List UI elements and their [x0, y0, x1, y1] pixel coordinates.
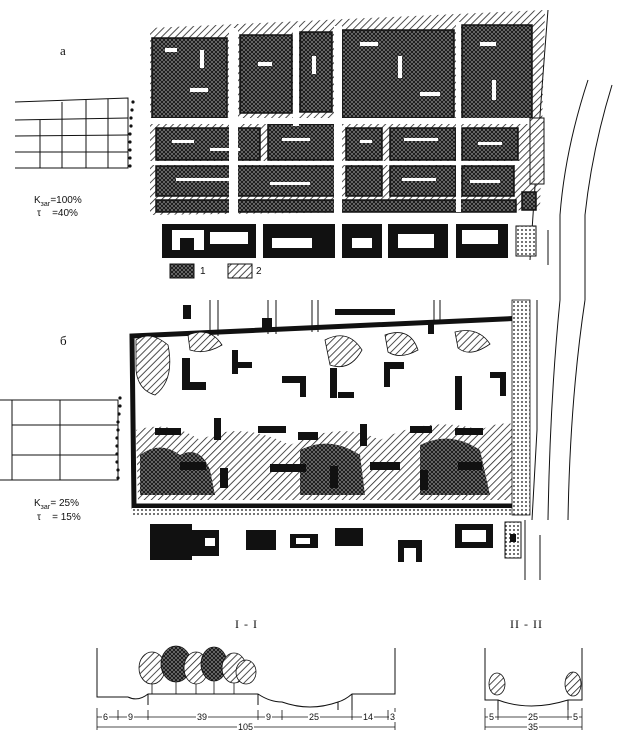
panel-a-k-symbol: K [34, 195, 41, 206]
panel-a-scheme-dots [128, 100, 135, 168]
panel-b-buildings [155, 305, 506, 490]
panel-a-tau-stat: τ =40% [37, 207, 78, 220]
panel-a-dotted-block [515, 225, 537, 257]
legend-swatch-1 [169, 263, 195, 279]
panel-a-bottom-voids [210, 230, 498, 248]
section-1-trees [138, 645, 257, 694]
section-2-dim-2: 25 [527, 712, 540, 722]
legend-swatch-2 [227, 263, 253, 279]
section-1-dim-6: 14 [362, 712, 375, 722]
section-1-dim-4: 9 [265, 712, 273, 722]
panel-b-label: б [60, 333, 67, 348]
panel-b-bottom-dotted-strip [132, 508, 524, 516]
section-2-total: 35 [527, 722, 540, 732]
section-1-drawing [96, 648, 396, 710]
section-1-dim-1: 6 [102, 712, 110, 722]
section-1-title: I - I [235, 617, 258, 631]
panel-b-bottom-voids [205, 530, 486, 562]
panel-a-streets [150, 22, 540, 218]
section-1-dim-3: 39 [196, 712, 209, 722]
panel-b-right-road [524, 299, 586, 580]
panel-b-plan [0, 299, 586, 580]
panel-b-tree-clusters [140, 438, 490, 495]
panel-b-right-dotted-strip [511, 299, 531, 516]
section-2-dim-1: 5 [488, 712, 496, 722]
panel-a-k-stat: Kзаг=100% [34, 194, 82, 211]
panel-b-k-value: = 25% [50, 498, 79, 509]
section-1-dim-2: 9 [127, 712, 135, 722]
section-2-dim-3: 5 [572, 712, 580, 722]
panel-b-tau-symbol: τ [37, 512, 41, 523]
section-2-title: II - II [510, 617, 543, 631]
panel-a-k-value: =100% [50, 195, 82, 206]
panel-a-tau-symbol: τ [37, 208, 41, 219]
panel-a-label: а [60, 43, 66, 58]
panel-b-k-symbol: K [34, 498, 41, 509]
panel-a-hatched-strip [529, 117, 545, 185]
panel-b-bottom-buildings [150, 524, 493, 562]
panel-a-k-sub: заг [40, 201, 51, 208]
section-1-dim-5: 25 [308, 712, 321, 722]
panel-b-scheme-dots [115, 396, 122, 480]
panel-b-scheme [0, 399, 119, 481]
panel-b-k-sub: заг [40, 504, 51, 511]
section-2-drawing [484, 648, 583, 710]
panel-a-small-block [521, 191, 537, 211]
legend-label-2: 2 [256, 266, 262, 277]
panel-b-tau-stat: τ = 15% [37, 511, 81, 524]
panel-b-streets [209, 300, 441, 336]
panel-b-tau-value: = 15% [52, 512, 81, 523]
panel-a-scheme [14, 97, 129, 169]
panel-a-plan [14, 9, 613, 300]
section-2-trees [488, 671, 582, 697]
legend-label-1: 1 [200, 266, 206, 277]
panel-a-courtyards [165, 42, 502, 185]
section-1-total: 105 [237, 722, 255, 732]
panel-b-k-stat: Kзаг= 25% [34, 497, 79, 514]
panel-a-tau-value: =40% [52, 208, 78, 219]
panel-b-dotted-block-core [510, 534, 516, 542]
panel-b-green-patches [135, 330, 491, 396]
section-1-dim-7: 3 [389, 712, 397, 722]
